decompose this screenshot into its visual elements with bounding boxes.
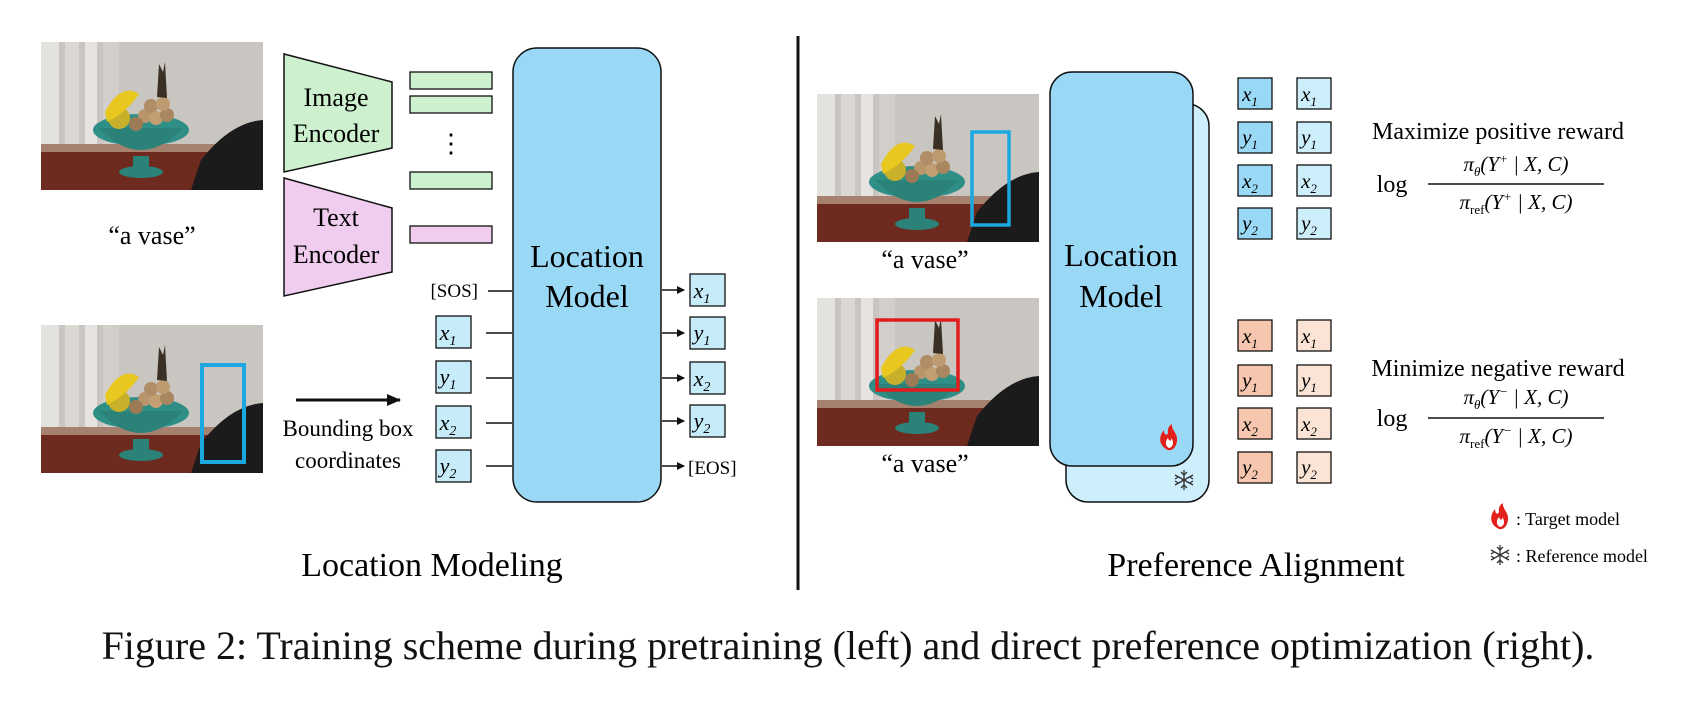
image-encoder-label-2: Encoder	[293, 119, 380, 148]
input-token-y1	[435, 360, 472, 394]
input-token-y2	[435, 449, 472, 483]
negative-token-column-target: x1 y1 x2 y2	[1237, 319, 1273, 484]
input-token-x1	[435, 315, 472, 349]
output-token-y1	[689, 316, 726, 350]
location-model-left-label-2: Model	[545, 278, 629, 314]
vase-photo-bbox-left	[41, 325, 263, 473]
positive-bounding-box	[970, 130, 1011, 227]
prompt-right-bottom: “a vase”	[881, 449, 968, 478]
eos-token: [EOS]	[688, 458, 737, 479]
prompt-right-top: “a vase”	[881, 245, 968, 274]
location-model-left-label-1: Location	[530, 238, 644, 274]
bbox-label-1: Bounding box	[283, 416, 414, 441]
image-embedding-token	[409, 95, 493, 114]
right-panel: “a vase” “a vase” Location Model x1 y1 x…	[817, 71, 1648, 584]
right-panel-title: Preference Alignment	[1107, 547, 1405, 584]
svg-text:log: log	[1377, 172, 1408, 198]
svg-text:πθ(Y+ | X, C): πθ(Y+ | X, C)	[1464, 151, 1569, 179]
legend-flame-icon	[1491, 503, 1509, 530]
image-embedding-token	[409, 71, 493, 90]
text-embedding-token	[409, 225, 493, 244]
diagram-canvas: “a vase” Image Encoder Text Encoder ⋮ Bo…	[41, 36, 1648, 590]
location-model-right-label-2: Model	[1079, 278, 1163, 314]
negative-token-column-reference: x1 y1 x2 y2	[1296, 319, 1332, 484]
text-encoder-label-1: Text	[313, 203, 360, 232]
svg-text:log: log	[1377, 406, 1408, 432]
legend-snowflake-icon	[1490, 544, 1510, 566]
positive-token-column-target: x1 y1 x2 y2	[1237, 77, 1273, 240]
bbox-label-2: coordinates	[295, 448, 401, 473]
vase-photo-top-left	[41, 42, 263, 190]
positive-token-column-reference: x1 y1 x2 y2	[1296, 77, 1332, 240]
location-model-right	[1049, 71, 1194, 467]
negative-bounding-box	[875, 318, 960, 392]
left-panel: “a vase” Image Encoder Text Encoder ⋮ Bo…	[41, 42, 737, 584]
negative-reward-formula: log πθ(Y− | X, C) πref(Y− | X, C)	[1377, 384, 1604, 451]
prompt-left: “a vase”	[108, 221, 195, 250]
legend-target: : Target model	[1516, 509, 1620, 529]
svg-text:πθ(Y− | X, C): πθ(Y− | X, C)	[1464, 384, 1569, 412]
location-model-right-label-1: Location	[1064, 237, 1178, 273]
svg-text:πref(Y+ | X, C): πref(Y+ | X, C)	[1459, 189, 1572, 217]
sos-token: [SOS]	[430, 281, 478, 302]
gt-bounding-box	[200, 363, 246, 464]
input-token-x2	[435, 405, 472, 439]
output-token-x1	[689, 273, 726, 307]
negative-reward-label: Minimize negative reward	[1371, 356, 1624, 382]
positive-reward-formula: log πθ(Y+ | X, C) πref(Y+ | X, C)	[1377, 151, 1604, 217]
svg-text:πref(Y− | X, C): πref(Y− | X, C)	[1459, 423, 1572, 451]
figure-caption: Figure 2: Training scheme during pretrai…	[101, 623, 1595, 668]
vase-photo-positive	[817, 94, 1039, 242]
text-encoder	[283, 177, 393, 297]
image-embedding-token	[409, 171, 493, 190]
left-panel-title: Location Modeling	[301, 547, 563, 584]
positive-reward-label: Maximize positive reward	[1372, 119, 1624, 145]
output-token-y2	[689, 404, 726, 438]
image-encoder-label-1: Image	[304, 83, 369, 112]
ellipsis-dots: ⋮	[438, 129, 464, 158]
location-model-left	[512, 47, 662, 503]
legend-reference: : Reference model	[1516, 546, 1648, 566]
text-encoder-label-2: Encoder	[293, 240, 380, 269]
image-encoder	[283, 53, 393, 173]
output-token-x2	[689, 361, 726, 395]
